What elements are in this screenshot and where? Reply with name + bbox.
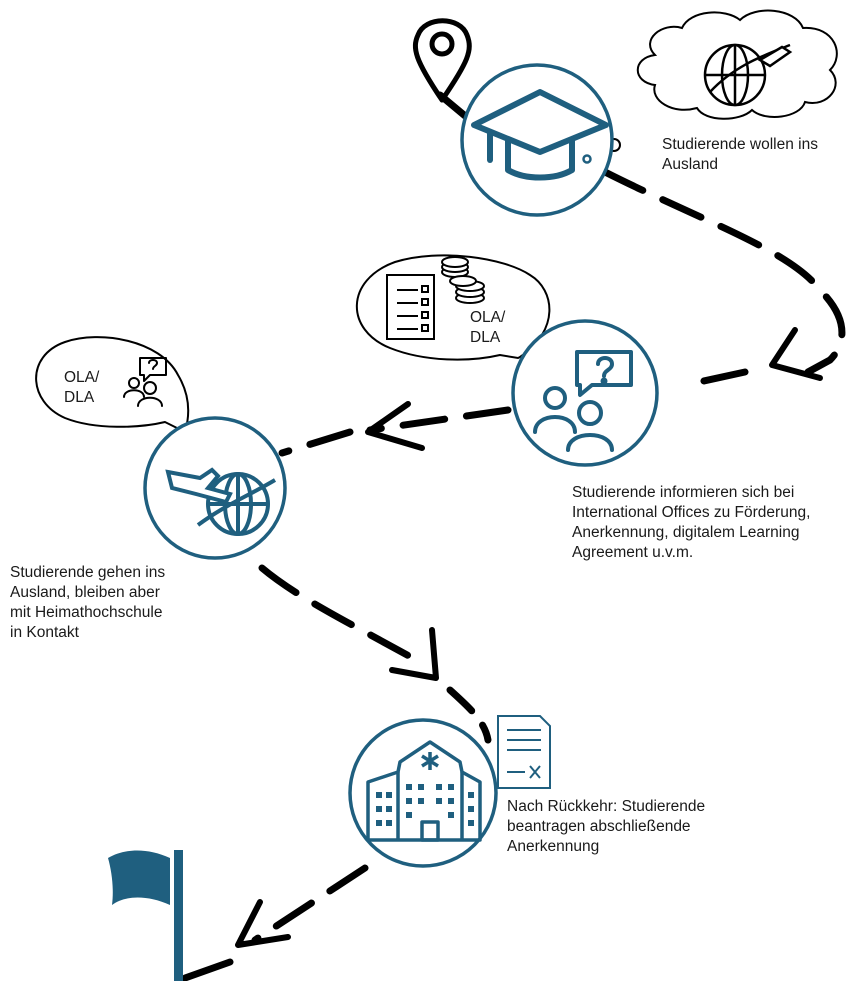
step-2-caption: Studierende informieren sich bei Interna… (572, 483, 810, 563)
bubble-ola-dla-text: OLA/ DLA (470, 308, 505, 348)
path-segment-7 (251, 864, 369, 944)
caption-line: International Offices zu Förderung, (572, 504, 811, 521)
globe-airplane-icon (165, 467, 277, 536)
caption-line: beantragen abschließende (507, 818, 691, 835)
caption-line: Studierende informieren sich bei (572, 484, 795, 501)
arrowhead-2 (365, 401, 425, 451)
step-3-caption: Studierende gehen ins Ausland, bleiben a… (10, 563, 165, 643)
flag-icon (108, 850, 183, 981)
speech-bubble-ola (35, 336, 190, 434)
step-circle-4 (348, 718, 498, 868)
caption-line: Anerkennung, digitalem Learning (572, 524, 800, 541)
caption-line: Anerkennung (507, 838, 600, 855)
arrowhead-3 (389, 627, 439, 681)
bubble-line: OLA/ (470, 309, 506, 326)
caption-line: mit Heimathochschule (10, 604, 163, 621)
speech-bubble-documents (355, 254, 551, 361)
arrowhead-1 (769, 327, 823, 381)
path-segment-1 (601, 168, 846, 376)
path-segment-2 (686, 368, 749, 388)
arrowhead-4 (235, 899, 291, 948)
arrowheads (235, 327, 823, 948)
consultation-icon (533, 350, 633, 452)
bubble-ola-dla-text: OLA/ DLA (64, 368, 99, 408)
bubble-line: DLA (64, 389, 95, 406)
caption-line: Nach Rückkehr: Studierende (507, 798, 706, 815)
step-circle-1 (460, 63, 614, 217)
step-4-caption: Nach Rückkehr: Studierende beantragen ab… (507, 797, 705, 857)
caption-line: Studierende wollen ins (662, 136, 818, 153)
bubble-line: OLA/ (64, 369, 100, 386)
path-segment-6 (446, 686, 492, 744)
path-segment-end (181, 958, 234, 981)
path-segment-3 (366, 406, 512, 434)
graduation-cap-icon (471, 89, 609, 181)
location-pin-icon (412, 18, 472, 103)
caption-line: Studierende gehen ins (10, 564, 166, 581)
university-building-icon (366, 740, 482, 842)
bubble-line: DLA (470, 329, 501, 346)
caption-line: in Kontakt (10, 624, 79, 641)
signed-document-icon (497, 715, 551, 789)
consultation-icon (123, 357, 167, 407)
path-segment-4 (278, 428, 354, 457)
caption-line: Ausland, bleiben aber (10, 584, 160, 601)
journey-path (181, 91, 846, 981)
checklist-icon (386, 274, 435, 340)
caption-line: Agreement u.v.m. (572, 544, 694, 561)
caption-line: Ausland (662, 156, 719, 173)
globe-airplane-icon (703, 43, 793, 107)
path-segment-5 (258, 564, 429, 669)
step-1-caption: Studierende wollen ins Ausland (662, 135, 818, 175)
coins-icon (441, 256, 485, 304)
